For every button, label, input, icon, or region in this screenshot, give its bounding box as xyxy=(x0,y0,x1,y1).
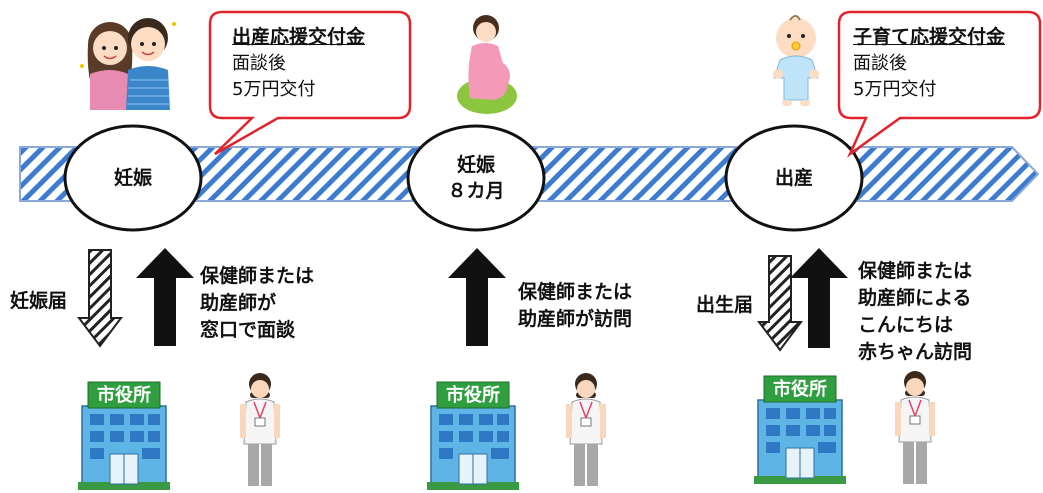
label-home-visit: 保健師または 助産師が訪問 xyxy=(518,281,633,330)
city-hall-sign-3: 市役所 xyxy=(773,378,827,400)
callout-title: 出産応援交付金 xyxy=(232,26,366,48)
down-arrow-pregnancy-report xyxy=(77,249,123,348)
nurse-icon xyxy=(565,372,607,487)
city-hall-sign-2: 市役所 xyxy=(446,384,500,406)
city-hall-icon: 市役所 xyxy=(753,375,847,485)
stage-label-8-months: 妊娠 ８カ月 xyxy=(447,154,505,202)
stage-circle-birth xyxy=(724,124,864,232)
couple-icon xyxy=(80,18,176,110)
callout-line: 5万円交付 xyxy=(232,79,316,100)
up-arrow-baby-visit xyxy=(790,248,848,348)
city-hall-icon: 市役所 xyxy=(77,381,171,491)
callout-childcare-support: 子育て応援交付金 面談後 5万円交付 xyxy=(853,24,1005,103)
stage-circle-8-months xyxy=(406,124,546,232)
label-baby-visit: 保健師または 助産師による こんにちは 赤ちゃん訪問 xyxy=(858,260,973,363)
city-hall-sign-1: 市役所 xyxy=(97,384,151,406)
callout-shape-childcare-support xyxy=(837,10,1042,158)
label-pregnancy-report: 妊娠届 xyxy=(10,290,68,312)
nurse-icon xyxy=(239,372,281,487)
label-birth-report: 出生届 xyxy=(696,294,754,316)
callout-birth-support: 出産応援交付金 面談後 5万円交付 xyxy=(232,24,365,103)
label-window-consultation: 保健師または 助産師が 窓口で面談 xyxy=(200,265,315,341)
callout-title: 子育て応援交付金 xyxy=(853,26,1006,48)
nurse-icon xyxy=(894,370,936,485)
callout-line: 面談後 xyxy=(232,53,286,74)
stage-label-pregnancy: 妊娠 xyxy=(113,167,152,189)
city-hall-icon: 市役所 xyxy=(426,381,520,491)
up-arrow-consultation xyxy=(136,248,194,346)
callout-line: 5万円交付 xyxy=(853,79,937,100)
callout-shape-birth-support xyxy=(208,10,412,156)
stage-label-birth: 出産 xyxy=(774,167,813,189)
down-arrow-birth-report xyxy=(757,255,803,352)
pregnant-woman-icon xyxy=(457,15,517,114)
stage-circle-pregnancy xyxy=(63,124,203,232)
up-arrow-home-visit-8-months xyxy=(448,248,506,346)
baby-icon xyxy=(773,15,819,106)
callout-line: 面談後 xyxy=(853,53,907,74)
